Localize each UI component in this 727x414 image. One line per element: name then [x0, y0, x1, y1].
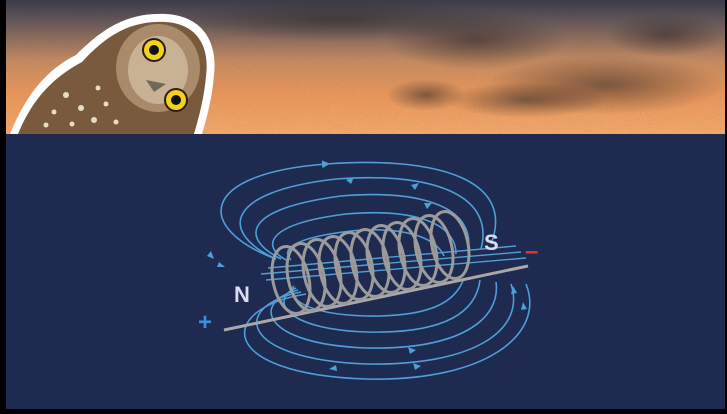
upper-arrows: [207, 177, 432, 267]
coil: [270, 210, 471, 315]
north-pole-label: N: [234, 282, 250, 307]
negative-terminal-label: –: [525, 238, 539, 265]
upper-field-lines: [220, 160, 497, 261]
wire: [223, 264, 529, 332]
lower-arrows: [329, 286, 527, 371]
positive-terminal-label: +: [198, 309, 213, 336]
solenoid-field-diagram: [207, 160, 531, 380]
lower-field-lines: [243, 277, 531, 380]
sunset-sky-background: [6, 0, 725, 134]
south-pole-label: S: [484, 230, 499, 255]
owl-icon: [10, 13, 215, 134]
diagram-panel: N S + –: [6, 134, 725, 409]
